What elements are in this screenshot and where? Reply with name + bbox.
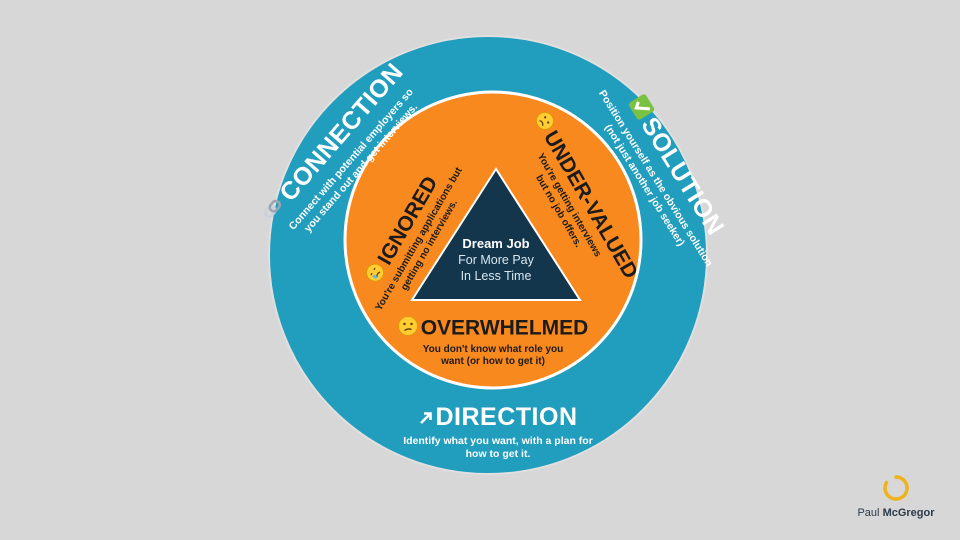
overwhelmed-title: OVERWHELMED (420, 316, 589, 340)
check-icon (622, 92, 657, 125)
logo-last-name: McGregor (882, 507, 935, 519)
link-icon (256, 192, 294, 229)
direction-title-row: DIRECTION (368, 404, 628, 430)
direction-description: Identify what you want, with a plan for … (368, 435, 628, 461)
overwhelmed-description: You don't know what role you want (or ho… (368, 344, 618, 368)
sad-face-icon (529, 109, 557, 136)
crying-face-icon (363, 260, 391, 287)
logo-first-name: Paul (857, 507, 880, 519)
direction-line1: Identify what you want, with a plan for (403, 434, 593, 447)
center-line2: In Less Time (460, 269, 532, 283)
confused-face-icon (397, 316, 418, 340)
brand-logo: Paul McGregor (856, 474, 936, 519)
center-triangle (410, 167, 582, 301)
ignored-block: IGNORED You're submitting applications b… (345, 142, 488, 335)
direction-title: DIRECTION (435, 402, 578, 431)
direction-block: DIRECTION Identify what you want, with a… (368, 404, 628, 464)
overwhelmed-line1: You don't know what role you (422, 344, 564, 355)
undervalued-block: UNDER-VALUED You're getting interviews b… (494, 99, 647, 309)
connection-block: CONNECTION Connect with potential employ… (243, 43, 461, 277)
center-line1: For More Pay (458, 253, 534, 267)
logo-name: Paul McGregor (856, 507, 936, 519)
logo-ring-icon (883, 475, 909, 501)
ignored-title-row: IGNORED (345, 142, 459, 318)
solution-block: SOLUTION Position yourself as the obviou… (553, 53, 753, 307)
undervalued-title-row: UNDER-VALUED (523, 99, 647, 292)
overwhelmed-block: OVERWHELMED You don't know what role you… (368, 316, 618, 372)
overwhelmed-title-row: OVERWHELMED (368, 316, 618, 340)
direction-line2: how to get it. (465, 448, 531, 461)
connection-title-row: CONNECTION (243, 43, 422, 243)
center-title: Dream Job (462, 236, 530, 251)
solution-title-row: SOLUTION (598, 53, 753, 279)
overwhelmed-line2: want (or how to get it) (441, 356, 545, 367)
center-label: Dream Job For More Pay In Less Time (430, 236, 562, 284)
arrow-icon (419, 405, 433, 430)
